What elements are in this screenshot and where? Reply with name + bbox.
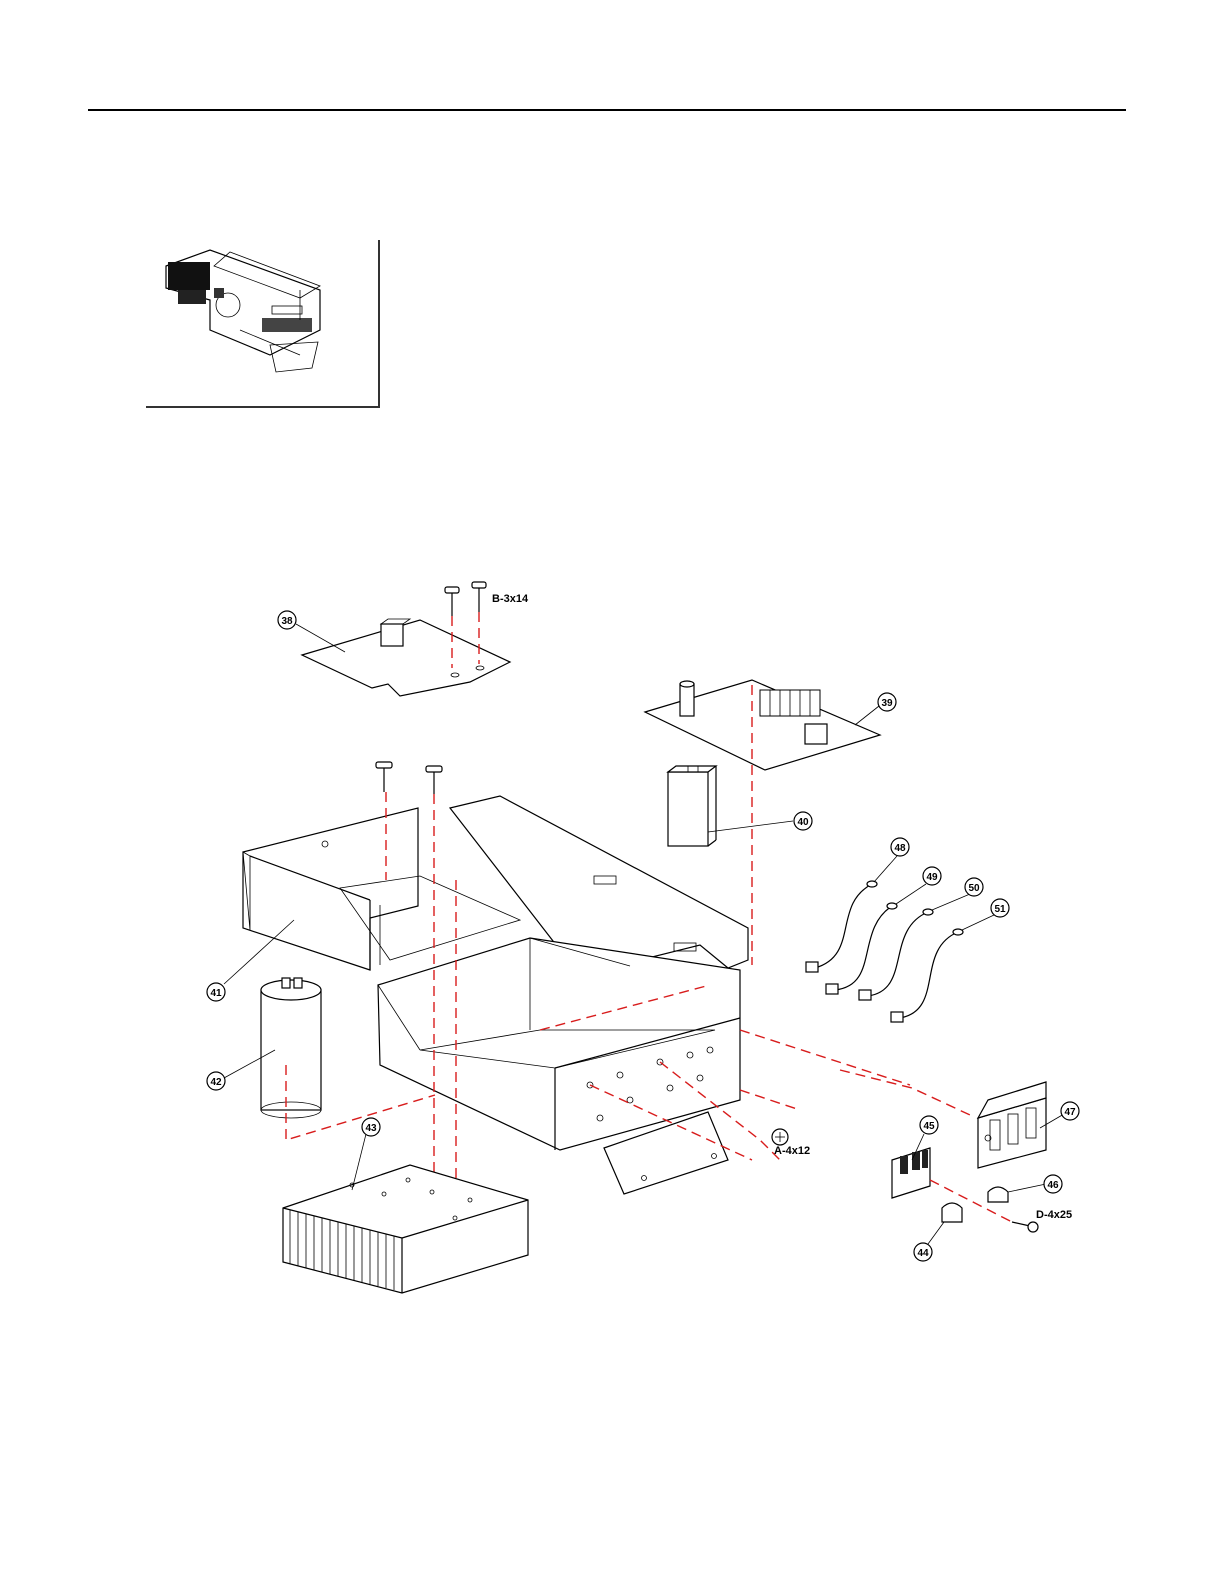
callout-number: 38 bbox=[281, 616, 293, 627]
terminal-block-47 bbox=[978, 1082, 1046, 1168]
callout-39: 39 bbox=[878, 693, 896, 711]
callout-number: 45 bbox=[923, 1121, 935, 1132]
clamp-44 bbox=[942, 1203, 962, 1222]
callout-45: 45 bbox=[920, 1116, 938, 1134]
callout-number: 49 bbox=[926, 872, 938, 883]
callout-38: 38 bbox=[278, 611, 296, 629]
callout-49: 49 bbox=[923, 867, 941, 885]
callout-50: 50 bbox=[965, 878, 983, 896]
callout-46: 46 bbox=[1044, 1175, 1062, 1193]
screw-a-4x12 bbox=[772, 1129, 788, 1145]
wire-50 bbox=[859, 909, 933, 1000]
callout-number: 39 bbox=[881, 698, 893, 709]
screw-label-b-3x14: B-3x14 bbox=[492, 593, 529, 605]
callout-number: 40 bbox=[797, 817, 809, 828]
callout-51: 51 bbox=[991, 899, 1009, 917]
callout-40: 40 bbox=[794, 812, 812, 830]
callout-number: 50 bbox=[968, 883, 980, 894]
callout-43: 43 bbox=[362, 1118, 380, 1136]
terminal-block-45 bbox=[892, 1148, 930, 1198]
callout-number: 41 bbox=[210, 988, 222, 999]
wire-49 bbox=[826, 903, 897, 994]
callout-number: 43 bbox=[365, 1123, 377, 1134]
callout-number: 48 bbox=[894, 843, 906, 854]
callout-number: 42 bbox=[210, 1077, 222, 1088]
callout-44: 44 bbox=[914, 1243, 932, 1261]
callout-number: 51 bbox=[994, 904, 1006, 915]
callout-48: 48 bbox=[891, 838, 909, 856]
screw-label-a-4x12: A-4x12 bbox=[774, 1145, 810, 1157]
assembly-thumbnail bbox=[166, 250, 320, 372]
callout-number: 47 bbox=[1064, 1107, 1076, 1118]
reactor-40 bbox=[668, 766, 716, 846]
callout-41: 41 bbox=[207, 983, 225, 1001]
callout-number: 46 bbox=[1047, 1180, 1059, 1191]
wire-48 bbox=[806, 881, 877, 972]
callout-47: 47 bbox=[1061, 1102, 1079, 1120]
screw-label-d-4x25: D-4x25 bbox=[1036, 1209, 1072, 1221]
callout-number: 44 bbox=[917, 1248, 929, 1259]
callout-42: 42 bbox=[207, 1072, 225, 1090]
clamp-46 bbox=[988, 1187, 1008, 1202]
heat-sink-43 bbox=[283, 1165, 528, 1293]
